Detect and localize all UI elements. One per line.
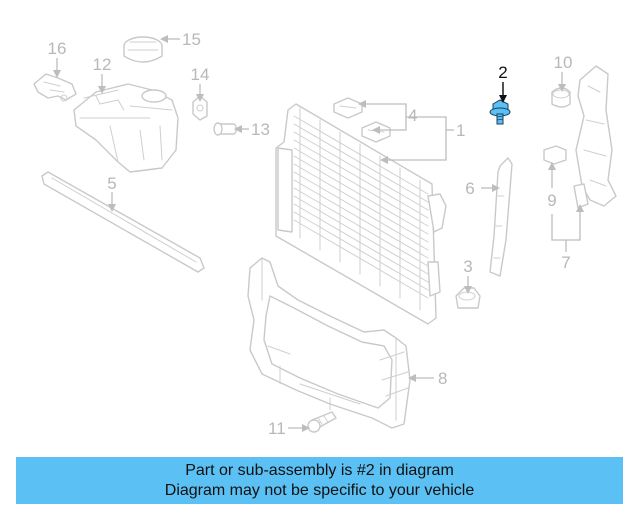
info-banner: Part or sub-assembly is #2 in diagram Di… xyxy=(16,457,623,504)
callout-3: 3 xyxy=(463,257,472,276)
part-10-clamp xyxy=(551,87,571,108)
part-3-grommet xyxy=(455,287,481,309)
arrowheads xyxy=(53,35,584,432)
callout-11: 11 xyxy=(268,419,286,438)
part-1-radiator xyxy=(275,103,447,325)
callout-16: 16 xyxy=(48,39,67,58)
callout-8: 8 xyxy=(438,369,447,388)
callout-1: 1 xyxy=(456,121,465,140)
part-13-plug xyxy=(213,122,237,136)
callout-2: 2 xyxy=(498,63,507,82)
callout-10: 10 xyxy=(554,53,573,72)
banner-line-part: Part or sub-assembly is #2 in diagram xyxy=(185,462,454,479)
callout-4: 4 xyxy=(408,106,417,125)
part-2-bolt xyxy=(489,99,511,125)
part-9-clip xyxy=(543,145,567,165)
part-16-bracket xyxy=(33,73,77,102)
part-2-arrowhead xyxy=(499,95,507,103)
part-4-clips xyxy=(333,97,391,143)
part-6-side-bracket xyxy=(489,157,513,277)
callout-6: 6 xyxy=(465,179,474,198)
part-8-support-frame xyxy=(247,257,411,429)
part-12-expansion-tank xyxy=(73,83,179,173)
callout-13: 13 xyxy=(251,120,270,139)
callout-5: 5 xyxy=(107,174,116,193)
part-15-cap xyxy=(123,36,163,63)
callout-9: 9 xyxy=(547,191,556,210)
callout-7: 7 xyxy=(561,253,570,272)
part-7-air-duct xyxy=(573,65,617,209)
callout-14: 14 xyxy=(191,65,210,84)
callout-15: 15 xyxy=(182,30,201,49)
part-5-seal-strip xyxy=(41,171,205,273)
callout-12: 12 xyxy=(93,55,112,74)
part-11-screw xyxy=(307,411,337,433)
banner-line-disclaimer: Diagram may not be specific to your vehi… xyxy=(164,482,475,499)
